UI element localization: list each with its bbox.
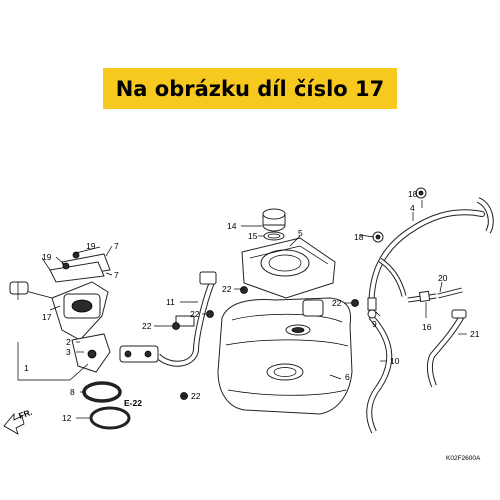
- front-label: FR.: [17, 407, 33, 421]
- leader-lines: [49, 200, 467, 419]
- fuel-tank: [217, 297, 353, 415]
- callout-5: 5: [298, 228, 303, 238]
- hose-clip-18a: [415, 187, 427, 199]
- front-direction-arrow: FR.: [3, 407, 34, 435]
- injector-joint: [119, 345, 159, 363]
- callout-22e: 22: [332, 298, 342, 308]
- diagram-code: K02F2600A: [446, 455, 481, 462]
- banner-text: Na obrázku díl číslo 17: [115, 76, 385, 101]
- callout-7b: 7: [114, 241, 119, 251]
- hose-joint: [407, 287, 467, 319]
- hose-clip-18b: [372, 231, 384, 243]
- callout-18a: 18: [408, 189, 418, 199]
- callout-15: 15: [248, 231, 258, 241]
- callout-3: 3: [66, 347, 71, 357]
- callout-19b: 19: [42, 252, 52, 262]
- callout-1: 1: [24, 363, 29, 373]
- part-number-banner: Na obrázku díl číslo 17: [103, 68, 397, 109]
- pump-gasket: [82, 381, 122, 403]
- callout-6: 6: [345, 372, 350, 382]
- callout-22a: 22: [222, 284, 232, 294]
- callout-9: 9: [372, 319, 377, 329]
- breather-hose: [368, 197, 494, 321]
- fuel-line-hose: [155, 271, 217, 367]
- callout-14: 14: [227, 221, 237, 231]
- callout-10: 10: [390, 356, 400, 366]
- callout-20: 20: [438, 273, 448, 283]
- lock-ring: [89, 406, 131, 430]
- fitting-9: [367, 297, 377, 319]
- callout-12: 12: [62, 413, 72, 423]
- filler-cap: [262, 208, 286, 241]
- callout-11: 11: [166, 297, 175, 307]
- tank-top-plate: [241, 237, 336, 299]
- fuel-pump: [9, 281, 111, 373]
- callout-22c: 22: [190, 309, 200, 319]
- callout-21: 21: [470, 329, 480, 339]
- callout-19a: 19: [86, 241, 96, 251]
- callout-22d: 22: [191, 391, 201, 401]
- callout-18b: 18: [354, 232, 364, 242]
- callout-22b: 22: [142, 321, 152, 331]
- callout-2: 2: [66, 337, 71, 347]
- callout-17: 17: [42, 312, 52, 322]
- mount-bracket: [49, 251, 111, 283]
- callout-4: 4: [410, 203, 415, 213]
- callout-8: 8: [70, 387, 75, 397]
- callout-numbers: 18 4 18 14 15 5 6 10 9 16 20 21 11 22 22…: [24, 189, 480, 423]
- callout-16: 16: [422, 322, 432, 332]
- callout-7a: 7: [114, 270, 119, 280]
- drain-hose: [366, 314, 465, 434]
- reference-e22: E-22: [124, 398, 142, 408]
